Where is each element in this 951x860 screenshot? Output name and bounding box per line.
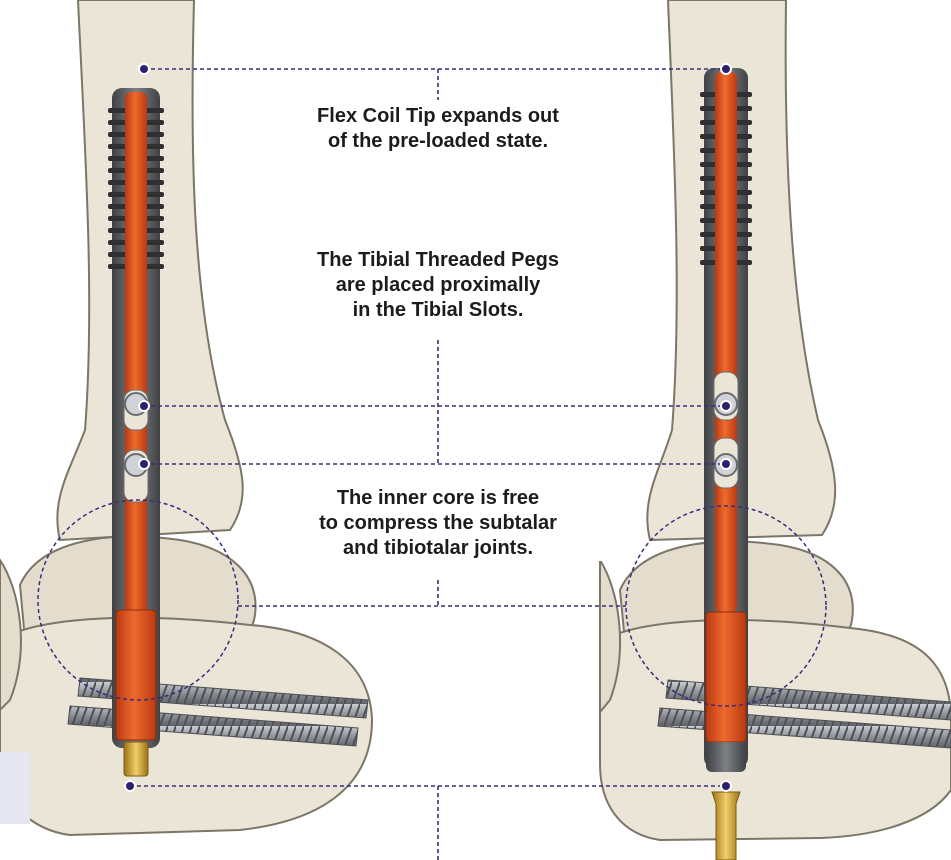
dot-peg-lower-left [139, 459, 149, 469]
callout-line: in the Tibial Slots. [255, 298, 621, 323]
dot-cap-right [721, 781, 731, 791]
right-gold-cap [712, 792, 740, 860]
left-nail-sleeve [116, 610, 156, 740]
callout-line: are placed proximally [255, 273, 621, 298]
left-gold-cap [124, 742, 148, 776]
callout-line: of the pre-loaded state. [255, 129, 621, 154]
right-inner-core [715, 72, 737, 612]
callout-flex-coil-tip: Flex Coil Tip expands out of the pre-loa… [255, 104, 621, 154]
callout-line: Flex Coil Tip expands out [255, 104, 621, 129]
dot-coil-tip-right [721, 64, 731, 74]
dot-coil-tip-left [139, 64, 149, 74]
leader-coil-tip [144, 69, 726, 100]
callout-line: The Tibial Threaded Pegs [255, 248, 621, 273]
callout-line: to compress the subtalar [255, 511, 621, 536]
leader-inner-core [238, 580, 626, 606]
right-foot-illustration [600, 0, 951, 860]
dot-cap-left [125, 781, 135, 791]
dot-peg-upper-left [139, 401, 149, 411]
right-nail-sleeve [706, 612, 746, 742]
left-nail [108, 88, 164, 776]
callout-line: The inner core is free [255, 486, 621, 511]
callout-inner-core: The inner core is free to compress the s… [255, 486, 621, 561]
left-edge-tab [0, 752, 30, 824]
right-nail-end [706, 742, 746, 772]
left-inner-core [125, 92, 147, 612]
dot-peg-lower-right [721, 459, 731, 469]
callout-tibial-threaded-pegs: The Tibial Threaded Pegs are placed prox… [255, 248, 621, 323]
dot-peg-upper-right [721, 401, 731, 411]
callout-line: and tibiotalar joints. [255, 536, 621, 561]
